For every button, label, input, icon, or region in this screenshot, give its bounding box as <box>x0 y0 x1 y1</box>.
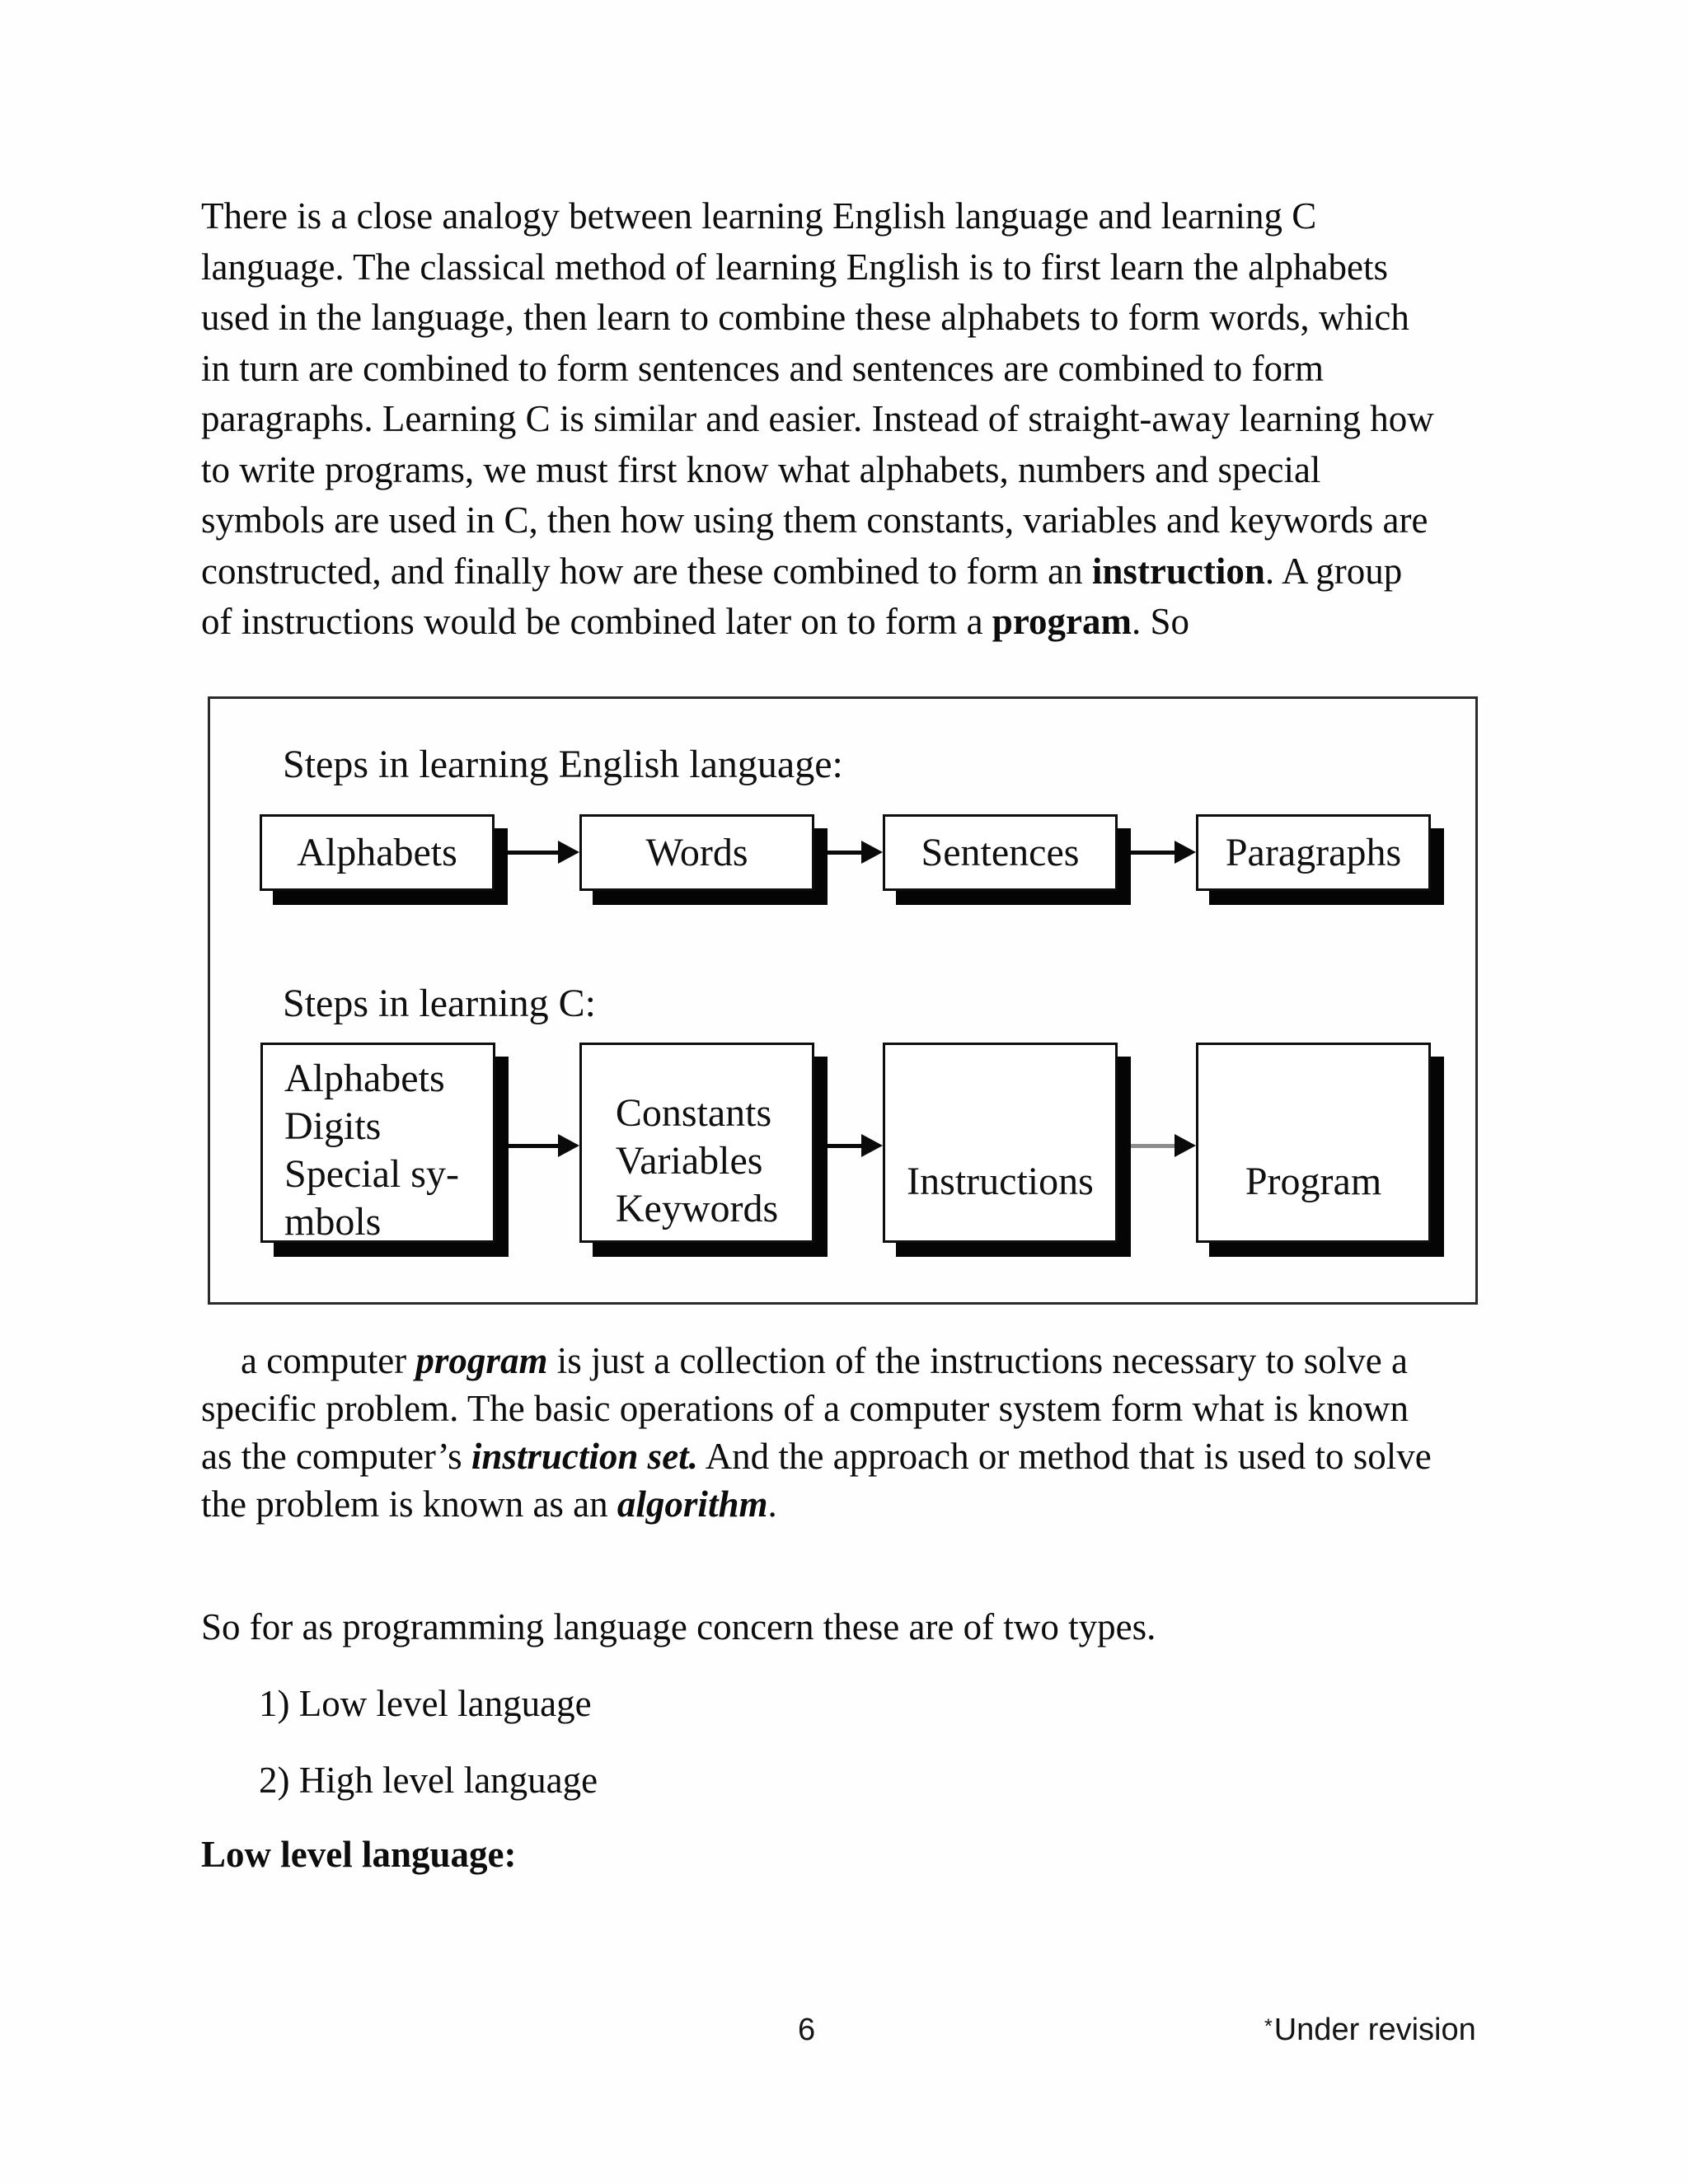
box-label: Paragraphs <box>1225 830 1402 874</box>
bold-italic-term: algorithm <box>617 1483 768 1525</box>
text-segment: used in the language, then learn to comb… <box>201 297 1409 338</box>
text-segment: . A group <box>1264 550 1403 592</box>
box-label: Words <box>645 830 748 874</box>
bold-term: instruction <box>1091 550 1265 592</box>
text-line: constructed, and finally how are these c… <box>201 546 1434 598</box>
flow-arrow-icon <box>1131 840 1196 865</box>
arrow-head-icon <box>861 1134 883 1157</box>
text-segment: There is a close analogy between learnin… <box>201 195 1317 237</box>
text-line: symbols are used in C, then how using th… <box>201 495 1434 546</box>
text-segment: to write programs, we must first know wh… <box>201 448 1321 490</box>
flow-box-sentences: Sentences <box>883 814 1118 891</box>
flow-arrow-icon <box>1131 1133 1196 1158</box>
box-label-line: Digits <box>284 1104 382 1148</box>
text-segment: is just a collection of the instructions… <box>547 1340 1408 1381</box>
flow-box-alphabets: Alphabets <box>260 814 495 891</box>
flow-box-alphabets-digits-symbols: Alphabets Digits Special sy- mbols <box>260 1043 495 1246</box>
bold-term: program <box>992 601 1132 642</box>
flow-box-paragraphs: Paragraphs <box>1196 814 1431 891</box>
flow-box-constants-variables-keywords: Constants Variables Keywords <box>579 1043 814 1243</box>
flow-arrow-icon <box>828 1133 883 1158</box>
revision-note-text: Under revision <box>1273 2013 1476 2047</box>
box-label: Alphabets <box>297 830 457 874</box>
text-segment: . So <box>1131 601 1189 642</box>
text-line: of instructions would be combined later … <box>201 597 1434 648</box>
arrow-head-icon <box>1175 841 1196 864</box>
bold-italic-term: instruction set. <box>471 1436 698 1477</box>
list-item-high-level: 2) High level language <box>259 1760 598 1801</box>
figure-learning-steps: Steps in learning English language: Alph… <box>208 696 1478 1305</box>
box-label-line: Variables <box>615 1139 763 1183</box>
footnote-asterisk-icon: * <box>1264 2015 1274 2038</box>
text-segment: language. The classical method of learni… <box>201 246 1388 288</box>
arrow-head-icon <box>558 1134 579 1157</box>
box-label-line: Constants <box>615 1091 772 1135</box>
language-types-intro: So for as programming language concern t… <box>201 1606 1156 1647</box>
box-label-line: Special sy- <box>284 1152 459 1196</box>
box-label: Program <box>1245 1160 1382 1203</box>
flow-arrow-icon <box>509 1133 579 1158</box>
text-segment: in turn are combined to form sentences a… <box>201 347 1325 389</box>
text-line: as the computer’s instruction set. And t… <box>201 1432 1432 1480</box>
arrow-shaft <box>1131 1143 1175 1148</box>
revision-note: *Under revision <box>1264 2013 1476 2048</box>
text-segment: the problem is known as an <box>201 1483 617 1525</box>
text-segment: as the computer’s <box>201 1436 471 1477</box>
box-label: Constants Variables Keywords <box>616 1090 778 1233</box>
box-label: Sentences <box>921 830 1080 874</box>
arrow-shaft <box>508 850 558 855</box>
arrow-shaft <box>828 1143 861 1148</box>
text-line: in turn are combined to form sentences a… <box>201 344 1434 395</box>
text-segment: a computer <box>241 1340 416 1381</box>
text-line: the problem is known as an algorithm. <box>201 1480 1432 1528</box>
arrow-shaft <box>509 1143 558 1148</box>
box-label-line: mbols <box>284 1200 382 1244</box>
text-segment: symbols are used in C, then how using th… <box>201 499 1428 541</box>
text-line: a computer program is just a collection … <box>201 1337 1432 1385</box>
arrow-shaft <box>828 850 861 855</box>
flow-box-program: Program <box>1196 1043 1431 1243</box>
figure-title-english: Steps in learning English language: <box>283 743 843 786</box>
box-label-line: Keywords <box>615 1187 779 1230</box>
box-label: Alphabets Digits Special sy- mbols <box>284 1055 459 1246</box>
arrow-head-icon <box>1175 1134 1196 1157</box>
flow-box-instructions: Instructions <box>883 1043 1118 1243</box>
flow-arrow-icon <box>508 840 579 865</box>
text-segment: . <box>767 1483 777 1525</box>
arrow-head-icon <box>861 841 883 864</box>
flow-arrow-icon <box>828 840 883 865</box>
low-level-language-heading: Low level language: <box>201 1834 517 1875</box>
figure-title-c: Steps in learning C: <box>283 982 596 1025</box>
flow-box-words: Words <box>579 814 814 891</box>
text-line: used in the language, then learn to comb… <box>201 293 1434 344</box>
paragraph-intro: There is a close analogy between learnin… <box>201 191 1434 648</box>
text-segment: constructed, and finally how are these c… <box>201 550 1092 592</box>
paragraph-program-definition: a computer program is just a collection … <box>201 1337 1432 1528</box>
page-number: 6 <box>798 2013 816 2047</box>
arrow-head-icon <box>558 841 579 864</box>
box-label-line: Alphabets <box>284 1057 445 1100</box>
text-segment: of instructions would be combined later … <box>201 601 992 642</box>
text-segment: And the approach or method that is used … <box>697 1436 1432 1477</box>
text-line: to write programs, we must first know wh… <box>201 445 1434 496</box>
bold-italic-term: program <box>415 1340 548 1381</box>
text-segment: paragraphs. Learning C is similar and ea… <box>201 398 1434 439</box>
arrow-shaft <box>1131 850 1175 855</box>
text-line: There is a close analogy between learnin… <box>201 191 1434 242</box>
text-segment: specific problem. The basic operations o… <box>201 1388 1409 1429</box>
text-line: specific problem. The basic operations o… <box>201 1385 1432 1432</box>
box-label: Instructions <box>907 1160 1094 1203</box>
text-line: paragraphs. Learning C is similar and ea… <box>201 394 1434 445</box>
text-line: language. The classical method of learni… <box>201 242 1434 293</box>
list-item-low-level: 1) Low level language <box>259 1683 592 1724</box>
